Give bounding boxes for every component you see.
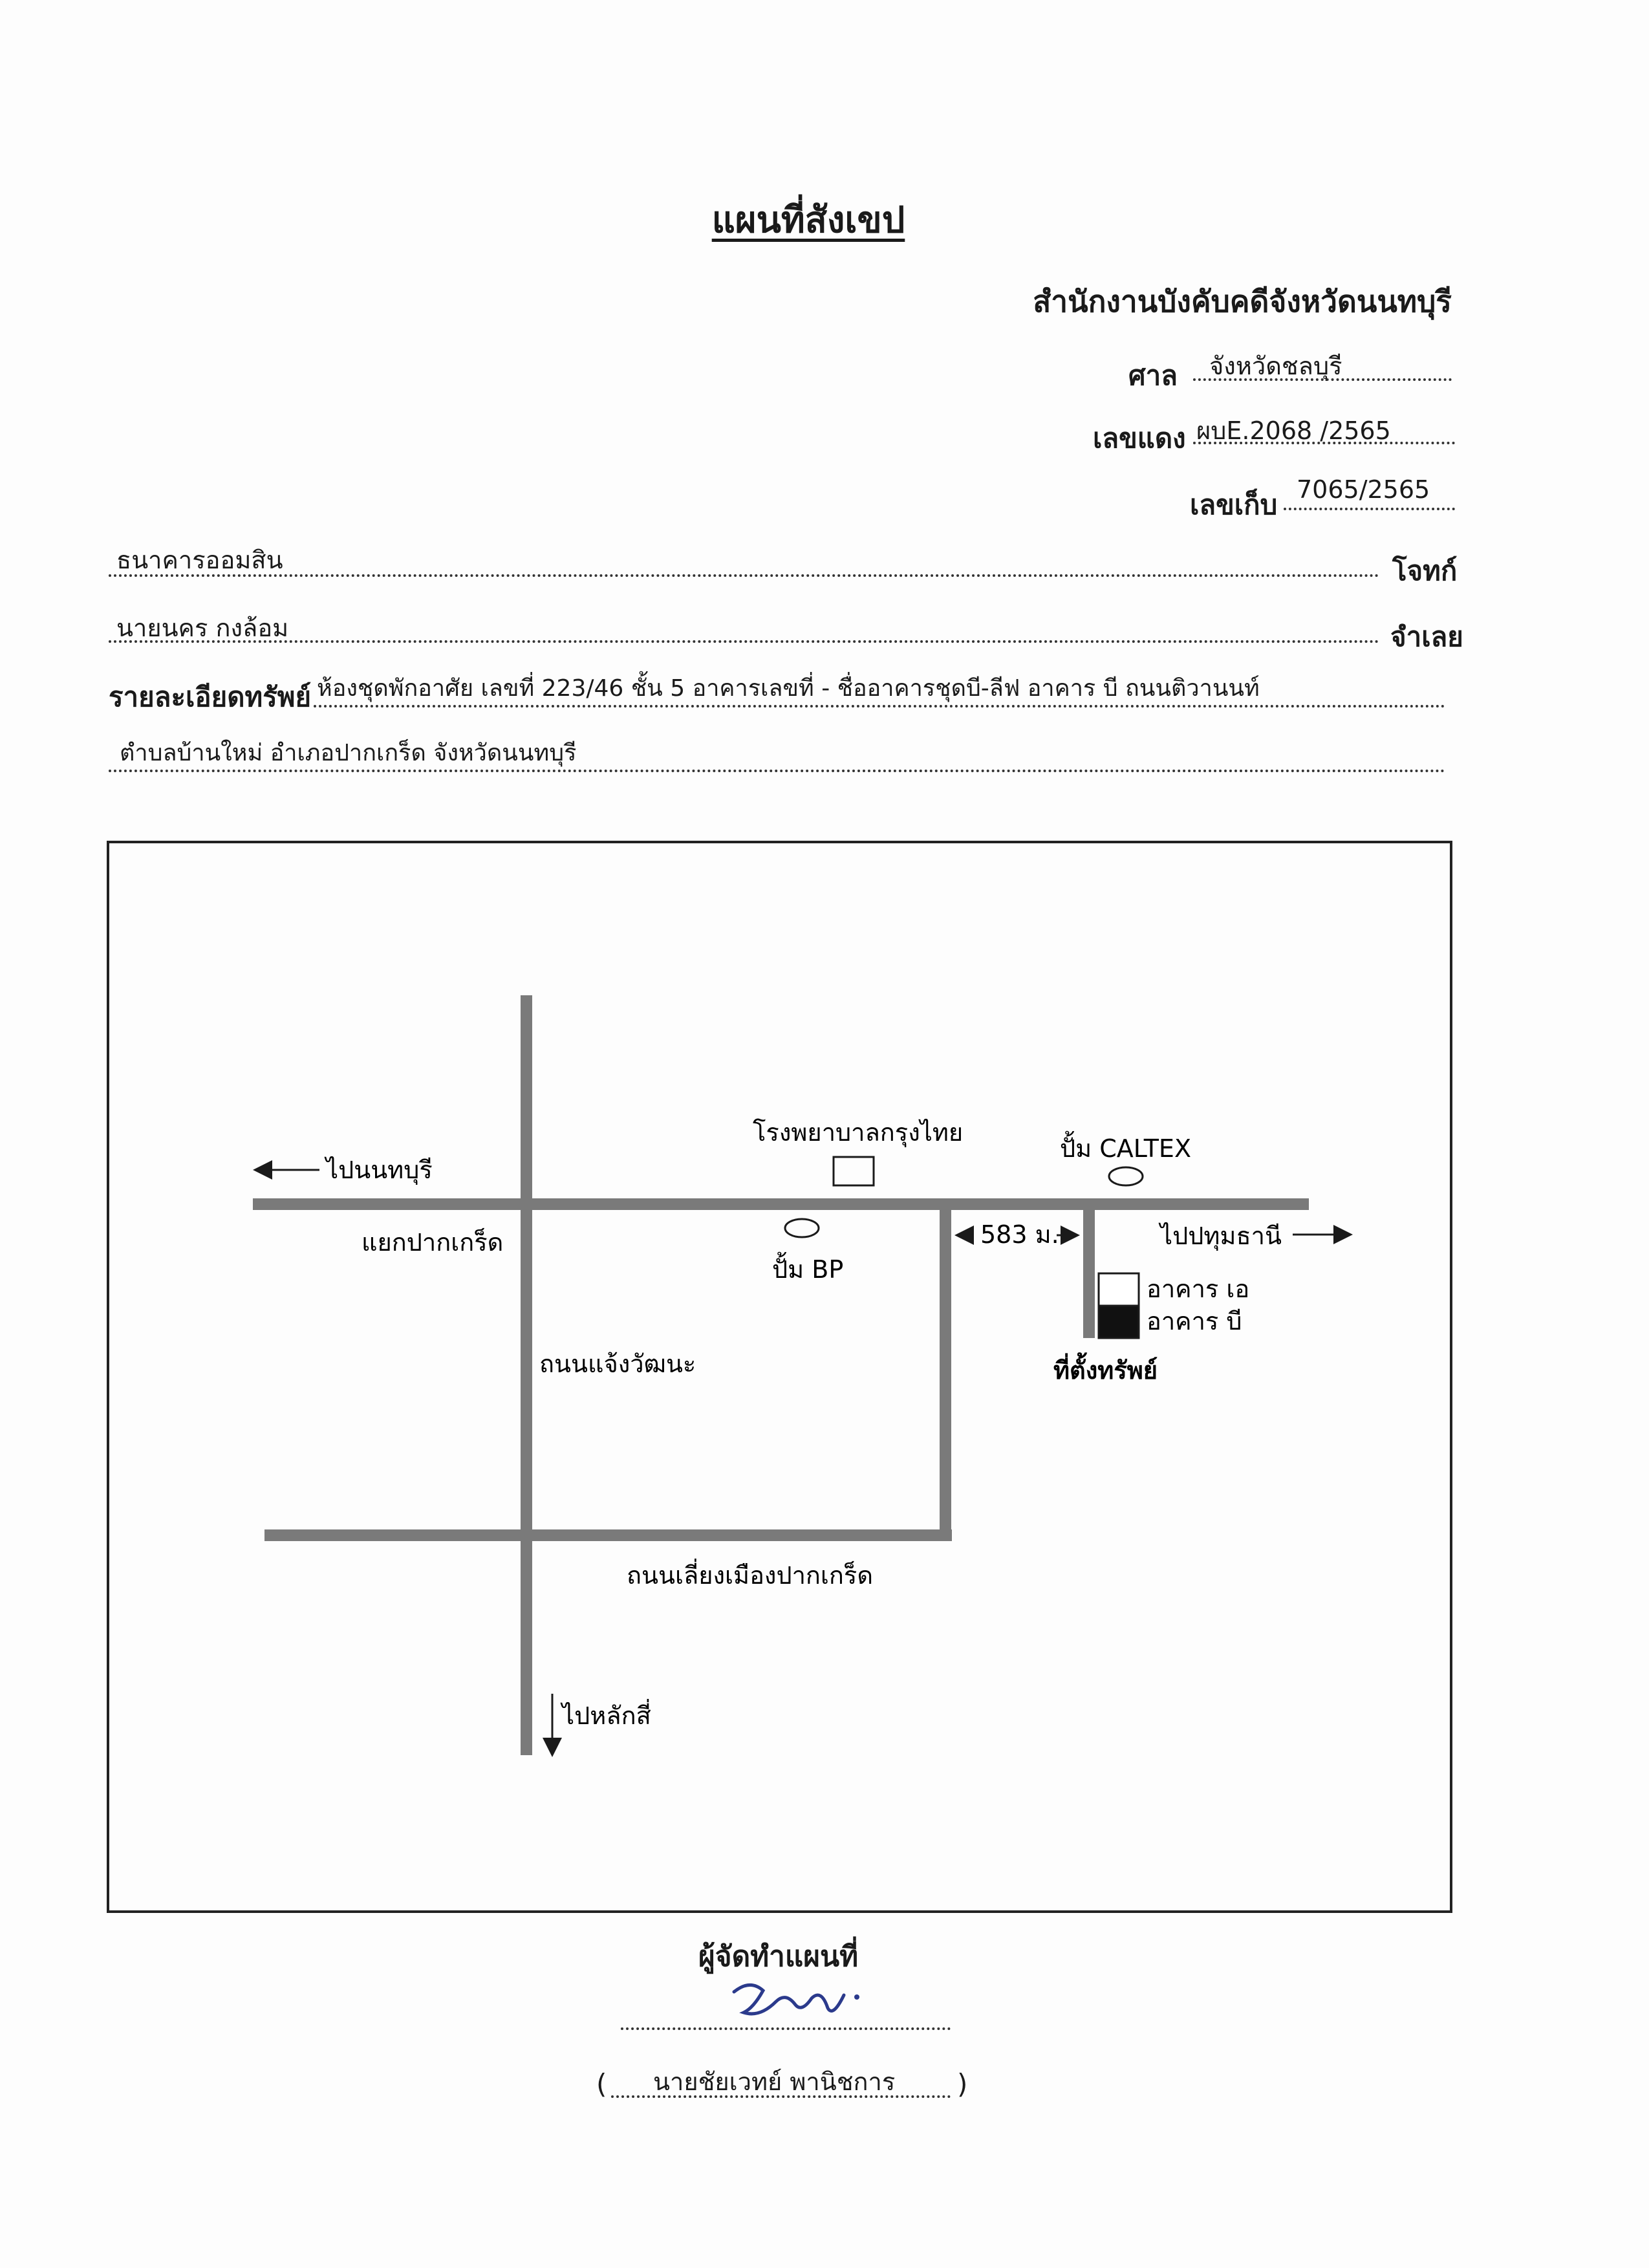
label-to-pathum-thani: ไปปทุมธานี — [1158, 1222, 1282, 1251]
label-to-nonthaburi: ไปนนทบุรี — [324, 1156, 433, 1185]
signature-mark — [732, 1983, 859, 2016]
label-building-b: อาคาร บี — [1147, 1307, 1242, 1335]
map-frame: ไปนนทบุรี แยกปากเกร็ด โรงพยาบาลกรุงไทย ป… — [107, 841, 1452, 1913]
plaintiff-dotted-line — [109, 574, 1379, 577]
plaintiff-value: ธนาคารออมสิน — [116, 546, 283, 574]
name-dotted-line — [611, 2095, 951, 2098]
property-dotted-line-2 — [109, 770, 1445, 772]
file-number-dotted-line — [1284, 508, 1455, 510]
label-pak-kret-junction: แยกปากเกร็ด — [361, 1227, 503, 1257]
file-number-value: 7065/2565 — [1297, 475, 1430, 504]
property-line-1: ห้องชุดพักอาศัย เลขที่ 223/46 ชั้น 5 อาค… — [317, 675, 1260, 702]
paren-close: ) — [957, 2068, 968, 2100]
map-maker-label: ผู้จัดทำแผนที่ — [698, 1940, 859, 1973]
court-value: จังหวัดชลบุรี — [1209, 352, 1342, 380]
hospital-icon — [832, 1156, 875, 1187]
label-distance: 583 ม. — [980, 1220, 1059, 1249]
red-number-label: เลขแดง — [1093, 422, 1186, 454]
label-bp-station: ปั้ม BP — [772, 1251, 843, 1284]
court-dotted-line — [1193, 378, 1452, 381]
office-name: สำนักงานบังคับคดีจังหวัดนนทบุรี — [1033, 284, 1452, 319]
label-to-lak-si: ไปหลักสี่ — [560, 1699, 651, 1730]
map-maker-name: นายชัยเวทย์ พานิชการ — [653, 2068, 896, 2096]
map-drawing: ไปนนทบุรี แยกปากเกร็ด โรงพยาบาลกรุงไทย ป… — [253, 995, 1353, 1757]
red-number-value: ผบE.2068 /2565 — [1196, 416, 1391, 445]
paren-open: ( — [596, 2068, 607, 2100]
signature-dotted-line — [621, 2027, 951, 2030]
building-a-icon — [1097, 1272, 1140, 1307]
court-label: ศาล — [1128, 360, 1178, 391]
plaintiff-label: โจทก์ — [1392, 555, 1458, 587]
label-building-a: อาคาร เอ — [1147, 1275, 1249, 1303]
label-chaeng-watthana-road: ถนนแจ้งวัฒนะ — [539, 1350, 696, 1378]
property-line-2: ตำบลบ้านใหม่ อำเภอปากเกร็ด จังหวัดนนทบุร… — [120, 740, 577, 766]
label-bypass-road: ถนนเลี่ยงเมืองปากเกร็ด — [627, 1559, 873, 1590]
label-hospital: โรงพยาบาลกรุงไทย — [753, 1118, 963, 1147]
defendant-label: จำเลย — [1390, 621, 1463, 653]
caltex-station-icon — [1108, 1166, 1144, 1187]
property-dotted-line-1 — [314, 705, 1445, 707]
defendant-value: นายนคร กงล้อม — [116, 614, 289, 642]
defendant-dotted-line — [109, 640, 1379, 643]
bp-station-icon — [784, 1218, 820, 1238]
red-number-dotted-line — [1193, 442, 1455, 444]
building-b-icon — [1097, 1304, 1140, 1339]
property-label: รายละเอียดทรัพย์ — [109, 681, 312, 713]
label-caltex-station: ปั้ม CALTEX — [1060, 1130, 1191, 1163]
label-property-location: ที่ตั้งทรัพย์ — [1053, 1352, 1158, 1385]
file-number-label: เลขเก็บ — [1190, 489, 1278, 521]
page-title: แผนที่สังเขป — [711, 199, 905, 241]
